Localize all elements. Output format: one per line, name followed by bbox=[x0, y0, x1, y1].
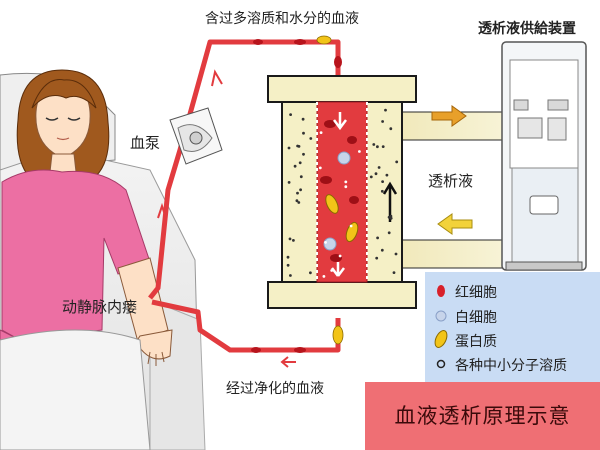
solute-dot bbox=[297, 201, 301, 204]
solute-dot bbox=[302, 131, 305, 135]
flow-arrow-up-icon bbox=[211, 69, 223, 87]
legend-icons bbox=[434, 285, 448, 369]
legend-item-solute: 各种中小分子溶质 bbox=[455, 358, 567, 374]
solute-dot bbox=[324, 241, 327, 244]
white-blood-cell-icon bbox=[435, 310, 447, 322]
inflow-blood-label: 含过多溶质和水分的血液 bbox=[205, 11, 359, 27]
diagram-title-banner: 血液透析原理示意 bbox=[365, 382, 600, 450]
device-title: 透析液供給装置 bbox=[478, 21, 576, 37]
pump-label: 血泵 bbox=[130, 134, 161, 152]
solute-icon bbox=[436, 359, 446, 369]
solute-dot bbox=[322, 275, 326, 278]
solute-dot bbox=[299, 188, 302, 192]
solute-dot bbox=[372, 143, 376, 146]
solute-dot bbox=[318, 166, 322, 170]
solute-dot bbox=[330, 269, 334, 272]
solute-dot bbox=[369, 175, 373, 179]
solute-dot bbox=[384, 108, 387, 112]
solute-dot bbox=[392, 271, 396, 274]
solute-dot bbox=[292, 239, 295, 242]
venous-tube bbox=[151, 299, 341, 353]
solute-dot bbox=[387, 231, 391, 235]
solute-dot bbox=[338, 254, 342, 258]
dialysate-supply-device bbox=[501, 41, 587, 271]
outflow-blood-label: 经过净化的血液 bbox=[226, 381, 324, 397]
solute-dot bbox=[381, 180, 384, 184]
flow-arrow-left-icon bbox=[280, 356, 296, 368]
solute-dot bbox=[374, 172, 378, 176]
solute-dot bbox=[309, 271, 312, 275]
solute-dot bbox=[376, 236, 379, 240]
solute-dot bbox=[309, 137, 313, 140]
solute-dot bbox=[301, 117, 305, 121]
diagram-title: 血液透析原理示意 bbox=[394, 404, 571, 428]
legend: 红细胞 白细胞 蛋白质 各种中小分子溶质 bbox=[425, 272, 600, 382]
arterial-tube bbox=[148, 39, 341, 300]
solute-dot bbox=[380, 189, 384, 193]
red-blood-cell-icon bbox=[437, 285, 445, 297]
solute-dot bbox=[375, 256, 379, 260]
legend-item-white-blood-cell: 白细胞 bbox=[455, 310, 497, 326]
solute-dot bbox=[289, 113, 292, 116]
solute-dot bbox=[389, 214, 393, 218]
patient-figure bbox=[0, 69, 173, 450]
protein-icon bbox=[434, 330, 448, 348]
solute-dot bbox=[319, 131, 323, 135]
solute-dot bbox=[377, 166, 381, 169]
solute-dot bbox=[299, 175, 303, 179]
solute-dot bbox=[394, 252, 398, 256]
solute-dot bbox=[287, 181, 291, 184]
solute-dot bbox=[289, 274, 292, 277]
inflow-arrow-icon bbox=[437, 213, 473, 235]
solute-dot bbox=[380, 248, 384, 252]
solute-dot bbox=[344, 185, 348, 189]
solute-dot bbox=[286, 255, 290, 259]
solute-dot bbox=[344, 180, 348, 184]
dialysate-flow-arrows bbox=[431, 105, 473, 235]
solute-dot bbox=[302, 152, 305, 156]
outflow-arrow-icon bbox=[431, 105, 467, 127]
solute-dot bbox=[288, 237, 292, 241]
blood-circuit bbox=[148, 35, 344, 368]
solute-dot bbox=[296, 191, 299, 195]
solute-dot bbox=[389, 216, 393, 220]
solute-dot bbox=[389, 127, 393, 131]
flow-arrow-up-icon bbox=[157, 202, 167, 219]
solute-dot bbox=[287, 146, 291, 150]
solute-dot bbox=[381, 145, 385, 149]
solute-dot bbox=[296, 144, 299, 148]
solute-dot bbox=[293, 164, 297, 168]
blood-pump bbox=[169, 107, 223, 165]
dialysate-label: 透析液 bbox=[428, 172, 474, 190]
solute-dot bbox=[349, 224, 353, 228]
fistula-label: 动静脉内瘘 bbox=[62, 298, 138, 316]
solute-dot bbox=[381, 120, 384, 123]
solute-dot bbox=[295, 199, 299, 203]
legend-item-red-blood-cell: 红细胞 bbox=[455, 285, 497, 301]
solute-dot bbox=[286, 263, 290, 267]
solute-dot bbox=[298, 161, 302, 165]
solute-particles bbox=[286, 108, 399, 278]
legend-item-protein: 蛋白质 bbox=[455, 334, 497, 350]
solute-dot bbox=[385, 173, 389, 177]
solute-dot bbox=[358, 150, 361, 153]
solute-dot bbox=[395, 160, 399, 164]
solute-dot bbox=[376, 145, 379, 149]
